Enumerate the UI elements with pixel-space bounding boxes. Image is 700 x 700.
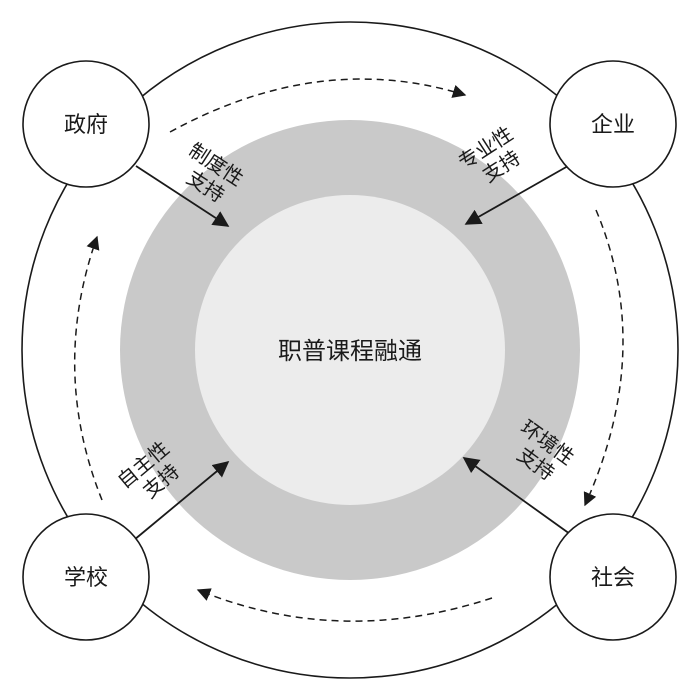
arrow-school-support xyxy=(133,460,230,541)
arrow-society-support xyxy=(462,457,571,535)
node-government: 政府 xyxy=(22,60,150,188)
outer-circle xyxy=(21,21,679,679)
arrow-government-support xyxy=(135,165,230,227)
dashed-arrow-top xyxy=(169,78,467,133)
dashed-arrow-bottom xyxy=(196,588,493,622)
inner-disc xyxy=(195,195,505,505)
node-enterprise: 企业 xyxy=(549,60,677,188)
center-label: 职普课程融通 xyxy=(278,337,422,365)
node-enterprise-label: 企业 xyxy=(591,113,635,138)
dashed-arrow-right xyxy=(583,209,624,507)
node-school: 学校 xyxy=(22,513,150,641)
node-society-label: 社会 xyxy=(591,566,635,591)
node-school-label: 学校 xyxy=(64,566,108,591)
arrow-enterprise-support xyxy=(464,165,569,225)
dashed-arrow-left xyxy=(73,235,103,501)
node-government-label: 政府 xyxy=(64,113,108,138)
node-society: 社会 xyxy=(549,513,677,641)
